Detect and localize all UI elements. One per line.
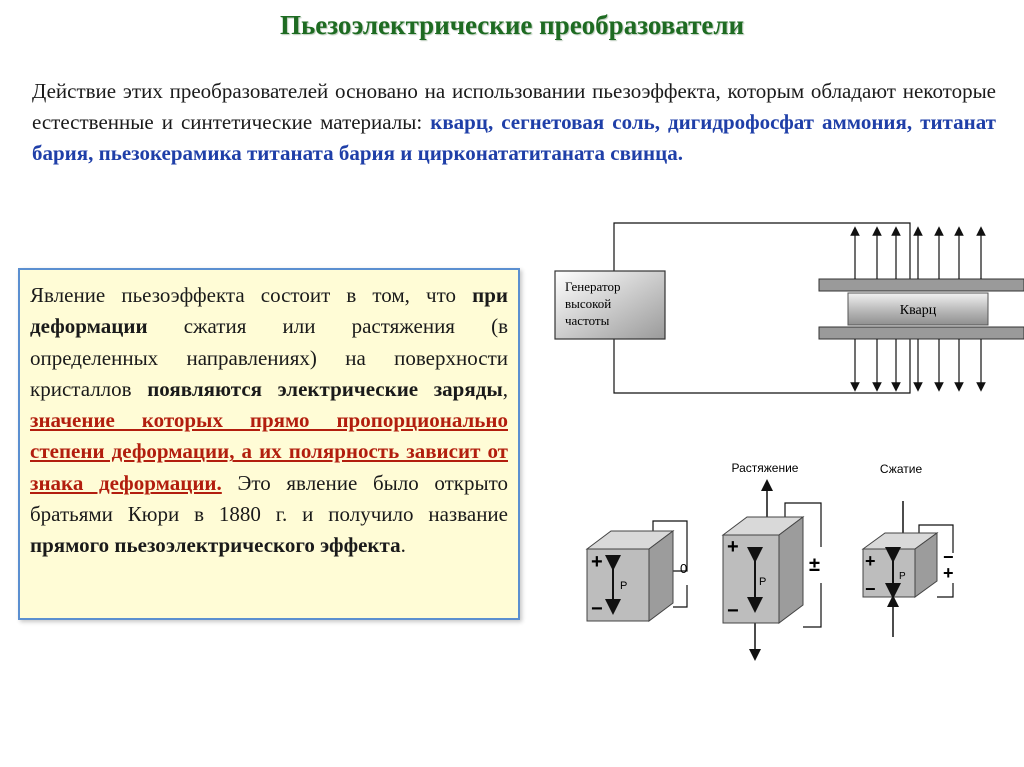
cube3-minus: − [865, 579, 876, 599]
box-text-1: Явление пьезоэффекта состоит в том, что [30, 283, 473, 307]
top-plate [818, 278, 1024, 292]
cube1-zero: 0 [680, 561, 687, 576]
cube2-minus: − [727, 600, 739, 622]
cube-stretch: + − P ± [721, 479, 822, 661]
intro-materials: кварц, сегнетовая соль, дигидрофосфат ам… [32, 110, 996, 165]
box-bold-charges: появляются электрические заряды [147, 376, 503, 401]
cube1-p: P [620, 580, 627, 592]
cube2-pm: ± [809, 554, 820, 576]
generator-box [554, 270, 666, 340]
field-arrows-down [850, 339, 986, 392]
intro-paragraph: Действие этих преобразователей основано … [32, 76, 996, 169]
label-stretch: Растяжение [732, 461, 799, 475]
bottom-plate [818, 326, 1024, 340]
deformation-cubes-diagram: Растяжение Сжатие + − P 0 + − P ± [585, 461, 954, 661]
page-title: Пьезоэлектрические преобразователи [279, 10, 745, 40]
generator-label-2: высокой [565, 296, 611, 311]
box-text-2: сжатия или растяжения (в определенных на… [30, 314, 508, 401]
box-text-4: Это явление было открыто братьями Кюри в… [30, 470, 509, 527]
box-text-3: , [502, 376, 508, 401]
generator-label-1: Генератор [565, 279, 620, 294]
box-red-underlined: значение которых прямо пропорционально с… [30, 408, 508, 495]
quartz-label: Кварц [900, 303, 937, 318]
wire-bottom [613, 335, 911, 394]
intro-text: Действие этих преобразователей основано … [32, 79, 996, 134]
cube2-p: P [759, 576, 766, 588]
generator-quartz-diagram: Генератор высокой частоты Кварц [554, 222, 1024, 394]
wire-top [613, 222, 911, 279]
box-text-5: . [400, 533, 406, 558]
piezo-effect-box: Явление пьезоэффекта состоит в том, что … [18, 268, 520, 620]
cube3-plus: + [865, 551, 876, 571]
quartz-crystal [847, 292, 989, 326]
cube1-plus: + [591, 551, 603, 573]
cube3-p: P [899, 571, 906, 582]
cube-compress: + − P − + [861, 501, 954, 637]
cube-neutral: + − P 0 [585, 520, 688, 622]
cube2-plus: + [727, 536, 739, 558]
cube3-minus-right: − [943, 547, 954, 567]
intro-end: . [677, 141, 683, 165]
label-compress: Сжатие [880, 462, 923, 476]
box-bold-direct-effect: прямого пьезоэлектрического эффекта [30, 533, 401, 558]
box-bold-deformation: при деформации [30, 283, 508, 339]
cube1-minus: − [591, 598, 603, 620]
cube3-plus-right: + [943, 563, 954, 583]
generator-label-3: частоты [565, 313, 610, 328]
field-arrows-up [850, 226, 986, 279]
